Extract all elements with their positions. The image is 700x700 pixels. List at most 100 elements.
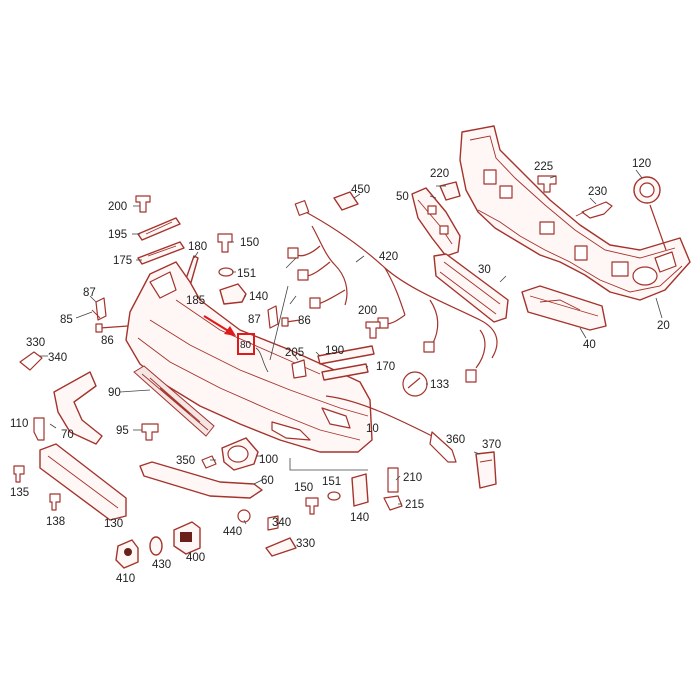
clip-part-340b [267,515,279,531]
bumper-cover-part-10 [125,261,373,453]
headlamp-washer-part-400 [173,521,201,555]
screw-part-200a [135,195,151,213]
screw-part-86b [281,317,301,327]
hose-part-360 [325,395,457,463]
label-220: 220 [430,168,449,180]
screw-part-200b [365,321,381,339]
bumper-reinforcement-part-20 [459,125,691,301]
label-400: 400 [186,552,205,564]
label-151b: 151 [322,476,341,488]
label-60: 60 [261,475,274,487]
clip-part-350 [201,455,217,469]
label-225: 225 [534,161,553,173]
screw-part-86a [95,323,129,333]
bracket-part-140b [351,473,369,507]
label-170: 170 [376,361,395,373]
bracket-part-140a [219,283,247,305]
plug-part-450 [333,191,359,211]
screw-part-138 [49,493,61,511]
label-340b: 340 [272,517,291,529]
label-410: 410 [116,573,135,585]
clip-part-205 [291,359,307,379]
label-350: 350 [176,455,195,467]
impact-absorber-part-30 [433,253,509,323]
screw-part-135 [13,465,25,483]
corner-trim-part-70 [53,371,103,445]
leader-lines [40,169,663,525]
label-330b: 330 [296,538,315,550]
label-130: 130 [104,518,123,530]
label-90: 90 [108,387,121,399]
label-205: 205 [285,347,304,359]
label-330a: 330 [26,337,45,349]
label-210: 210 [403,472,422,484]
label-450: 450 [351,184,370,196]
bracket-part-170 [321,363,369,381]
highlighted-part-80: 80 [237,333,269,373]
label-100: 100 [259,454,278,466]
label-360: 360 [446,434,465,446]
label-40: 40 [583,339,596,351]
grille-strip-part-90 [133,365,215,437]
label-110: 110 [10,418,28,430]
strip-part-195 [137,217,181,241]
lower-trim-part-60 [139,461,263,499]
label-175: 175 [113,255,132,267]
screw-part-150b [305,497,319,515]
washer-part-151a [218,267,234,277]
bolt-part-110 [33,417,45,441]
bolt-part-210 [387,467,399,493]
label-87b: 87 [248,314,261,326]
label-420: 420 [379,251,398,263]
label-135: 135 [10,487,29,499]
label-87a: 87 [83,287,96,299]
clip-part-95 [141,423,159,441]
part-labels: 200 195 175 180 150 151 185 140 87 85 86… [10,158,670,585]
washer-part-151b [327,491,341,501]
label-190: 190 [325,345,344,357]
label-195: 195 [108,229,127,241]
label-70: 70 [61,429,74,441]
license-plate-part-130 [39,443,127,521]
highlight-label: 80 [240,340,252,351]
label-120: 120 [632,158,651,170]
bracket-part-190 [317,345,375,365]
label-140b: 140 [350,512,369,524]
wiring-harness-part-420 [287,200,498,383]
label-86a: 86 [101,335,114,347]
ring-part-430 [149,536,163,556]
label-10: 10 [366,423,379,435]
label-140a: 140 [249,291,268,303]
horn-part-120 [633,176,667,251]
screw-part-225 [537,175,557,193]
sensor-part-410 [115,539,139,569]
label-133: 133 [430,379,449,391]
wrench-symbol-part-133 [402,371,428,397]
cap-part-330b [265,537,297,557]
label-85: 85 [60,314,73,326]
label-340a: 340 [48,352,67,364]
nut-part-215 [383,495,403,511]
lower-absorber-part-40 [521,285,607,331]
sensor-part-230 [575,201,613,219]
screw-part-150a [217,233,233,253]
label-200b: 200 [358,305,377,317]
side-bracket-part-50 [411,187,461,257]
label-86b: 86 [298,315,311,327]
label-138: 138 [46,516,65,528]
cap-part-330a [19,351,43,371]
label-150a: 150 [240,237,259,249]
label-50: 50 [396,191,409,203]
label-185: 185 [186,295,205,307]
label-430: 430 [152,559,171,571]
label-30: 30 [478,264,491,276]
clip-part-220 [439,181,461,201]
bracket-part-370 [475,451,497,489]
label-95: 95 [116,425,129,437]
clip-part-87b [267,305,279,329]
label-215: 215 [405,499,424,511]
fog-lamp-part-100 [221,437,259,471]
clip-part-440 [237,509,251,523]
strip-part-175 [137,241,185,265]
